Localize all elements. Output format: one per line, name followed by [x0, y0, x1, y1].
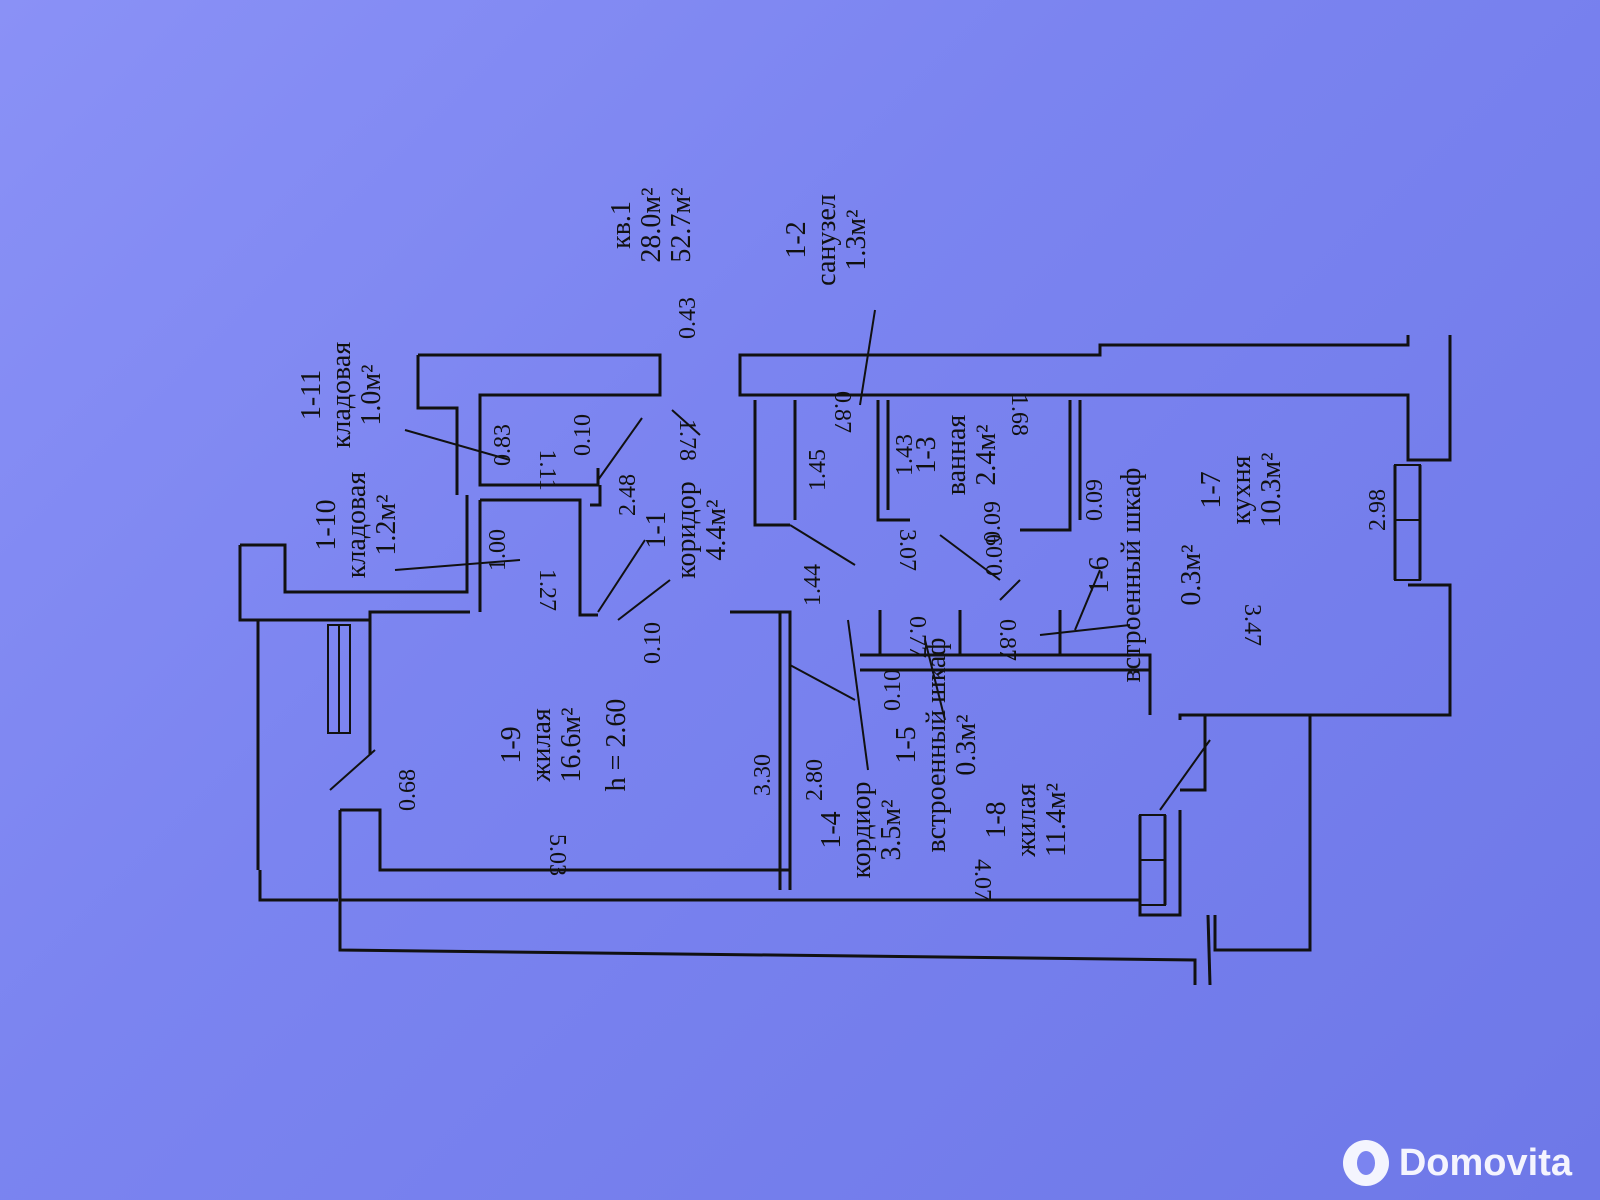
dimension-label: 0.09: [980, 501, 1006, 543]
dimension-label: 1.00: [485, 529, 511, 571]
svg-text:1-7: 1-7: [1196, 471, 1227, 508]
room-label-1-1: 1-1 коридор 4.4м²: [641, 481, 732, 578]
dimension-label: 2.48: [615, 474, 641, 516]
dimension-label: 1.78: [674, 419, 700, 461]
dimension-label: 4.07: [969, 859, 995, 901]
svg-text:1-2: 1-2: [781, 221, 812, 258]
svg-text:1-3: 1-3: [911, 436, 942, 473]
room-label-1-10: 1-10 кладовая 1.2м²: [311, 472, 402, 579]
svg-text:11.4м²: 11.4м²: [1041, 783, 1072, 857]
watermark: Domovita: [1342, 1140, 1572, 1186]
room-label-1-3: 1-3 ванная 2.4м²: [911, 415, 1002, 496]
svg-text:1.2м²: 1.2м²: [371, 494, 402, 555]
svg-text:1.3м²: 1.3м²: [841, 209, 872, 270]
dimension-label: 0.09: [1082, 479, 1108, 521]
dimension-labels: 0.43 0.83 0.10 1.11 2.48 1.00 1.27 0.10 …: [395, 297, 1391, 901]
svg-text:h = 2.60: h = 2.60: [601, 699, 632, 792]
svg-text:2.4м²: 2.4м²: [971, 424, 1002, 485]
svg-text:0.3м²: 0.3м²: [951, 714, 982, 775]
svg-text:кордиор: кордиор: [846, 781, 877, 878]
dimension-label: 0.87: [994, 619, 1020, 661]
svg-text:10.3м²: 10.3м²: [1256, 452, 1287, 527]
room-label-apartment: кв.1 28.0м² 52.7м²: [606, 187, 697, 262]
dimension-label: 0.68: [395, 769, 421, 811]
svg-text:52.7м²: 52.7м²: [666, 187, 697, 262]
svg-text:3.5м²: 3.5м²: [876, 799, 907, 860]
room-label-1-4: 1-4 кордиор 3.5м²: [816, 781, 907, 878]
dimension-label: 3.30: [750, 754, 776, 796]
room-label-1-9: 1-9 жилая 16.6м² h = 2.60: [496, 699, 632, 792]
dimension-label: 2.98: [1365, 489, 1391, 531]
svg-text:встроенный шкаф: встроенный шкаф: [1116, 468, 1147, 683]
room-label-1-6: 1-6 встроенный шкаф 0.3м²: [1084, 468, 1207, 683]
svg-text:встроенный шкаф: встроенный шкаф: [921, 638, 952, 853]
svg-text:1-1: 1-1: [641, 511, 672, 548]
svg-text:16.6м²: 16.6м²: [556, 707, 587, 782]
room-label-1-7: 1-7 кухня 10.3м²: [1196, 452, 1287, 527]
dimension-label: 0.43: [675, 297, 701, 339]
svg-text:кладовая: кладовая: [326, 342, 357, 449]
dimension-label: 5.03: [544, 834, 570, 876]
svg-text:кв.1: кв.1: [606, 201, 637, 249]
svg-text:1-10: 1-10: [311, 499, 342, 550]
windows: [327, 464, 1421, 906]
svg-text:санузел: санузел: [811, 194, 842, 286]
svg-text:кухня: кухня: [1226, 455, 1257, 524]
svg-text:1-6: 1-6: [1084, 556, 1115, 593]
svg-text:1-8: 1-8: [981, 801, 1012, 838]
room-label-1-2: 1-2 санузел 1.3м²: [781, 194, 872, 286]
svg-text:коридор: коридор: [671, 481, 702, 578]
svg-text:28.0м²: 28.0м²: [636, 187, 667, 262]
dimension-label: 0.10: [880, 669, 906, 711]
svg-text:1-9: 1-9: [496, 726, 527, 763]
svg-text:1-4: 1-4: [816, 811, 847, 848]
domovita-logo-icon: [1342, 1140, 1389, 1186]
dimension-label: 3.07: [894, 529, 920, 571]
dimension-label: 0.09: [982, 534, 1008, 576]
room-label-1-8: 1-8 жилая 11.4м²: [981, 783, 1072, 858]
room-label-1-11: 1-11 кладовая 1.0м²: [296, 342, 387, 449]
watermark-text: Domovita: [1398, 1141, 1572, 1184]
dimension-label: 1.11: [534, 449, 560, 490]
dimension-label: 1.43: [892, 434, 918, 476]
dimension-label: 0.10: [570, 414, 596, 456]
svg-text:ванная: ванная: [941, 415, 972, 496]
dimension-label: 0.87: [829, 391, 855, 433]
svg-text:1-11: 1-11: [296, 370, 327, 420]
dimension-label: 0.10: [640, 622, 666, 664]
svg-text:жилая: жилая: [526, 708, 557, 783]
dimension-label: 1.68: [1006, 394, 1032, 436]
dimension-label: 1.27: [534, 569, 560, 611]
dimension-label: 0.77: [904, 616, 930, 658]
room-label-1-5: 1-5 встроенный шкаф 0.3м²: [891, 638, 982, 853]
svg-text:0.3м²: 0.3м²: [1176, 544, 1207, 605]
svg-text:1-5: 1-5: [891, 726, 922, 763]
dimension-label: 0.83: [490, 424, 516, 466]
svg-text:жилая: жилая: [1011, 783, 1042, 858]
svg-text:1.0м²: 1.0м²: [356, 364, 387, 425]
svg-text:4.4м²: 4.4м²: [701, 499, 732, 560]
dimension-label: 2.80: [802, 759, 828, 801]
door-swings: [329, 309, 1211, 811]
dimension-label: 1.45: [805, 449, 831, 491]
outer-walls: [238, 335, 1452, 986]
dimension-label: 1.44: [800, 564, 826, 606]
svg-text:кладовая: кладовая: [341, 472, 372, 579]
dimension-label: 3.47: [1239, 604, 1265, 646]
